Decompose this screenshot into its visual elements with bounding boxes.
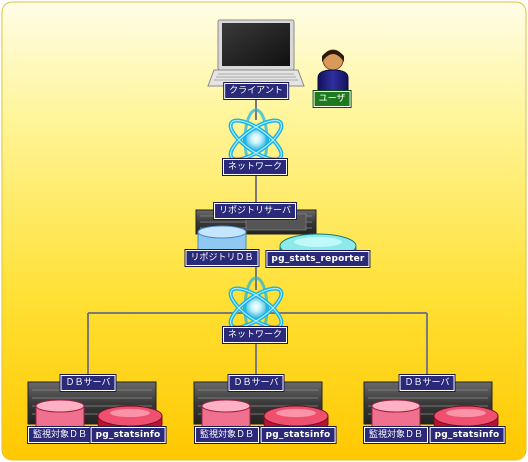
laptop-icon bbox=[207, 19, 305, 87]
monitored-db-label: 監視対象ＤＢ bbox=[27, 427, 93, 443]
pg-statsinfo-label: pg_statsinfo bbox=[429, 427, 505, 443]
client-label: クライアント bbox=[224, 83, 288, 99]
pg-statsinfo-label: pg_statsinfo bbox=[260, 427, 336, 443]
db-server-group-1 bbox=[27, 381, 163, 435]
pg-stats-reporter-label: pg_stats_reporter bbox=[266, 251, 370, 267]
pg-statsinfo-label: pg_statsinfo bbox=[90, 427, 166, 443]
user-icon bbox=[317, 49, 349, 93]
db-server-label: ＤＢサーバ bbox=[399, 375, 455, 391]
db-server-group-2 bbox=[193, 381, 329, 435]
network-top-label: ネットワーク bbox=[222, 159, 288, 175]
db-server-label: ＤＢサーバ bbox=[228, 375, 284, 391]
db-server-label: ＤＢサーバ bbox=[60, 375, 116, 391]
monitored-db-label: 監視対象ＤＢ bbox=[194, 427, 260, 443]
user-label: ユーザ bbox=[313, 91, 351, 107]
repository-db-label: リポジトリＤＢ bbox=[185, 250, 259, 266]
monitored-db-label: 監視対象ＤＢ bbox=[363, 427, 429, 443]
network-bottom-label: ネットワーク bbox=[222, 327, 288, 343]
network-atom-icon bbox=[228, 276, 284, 340]
repository-server-label: リポジトリサーバ bbox=[214, 203, 296, 219]
